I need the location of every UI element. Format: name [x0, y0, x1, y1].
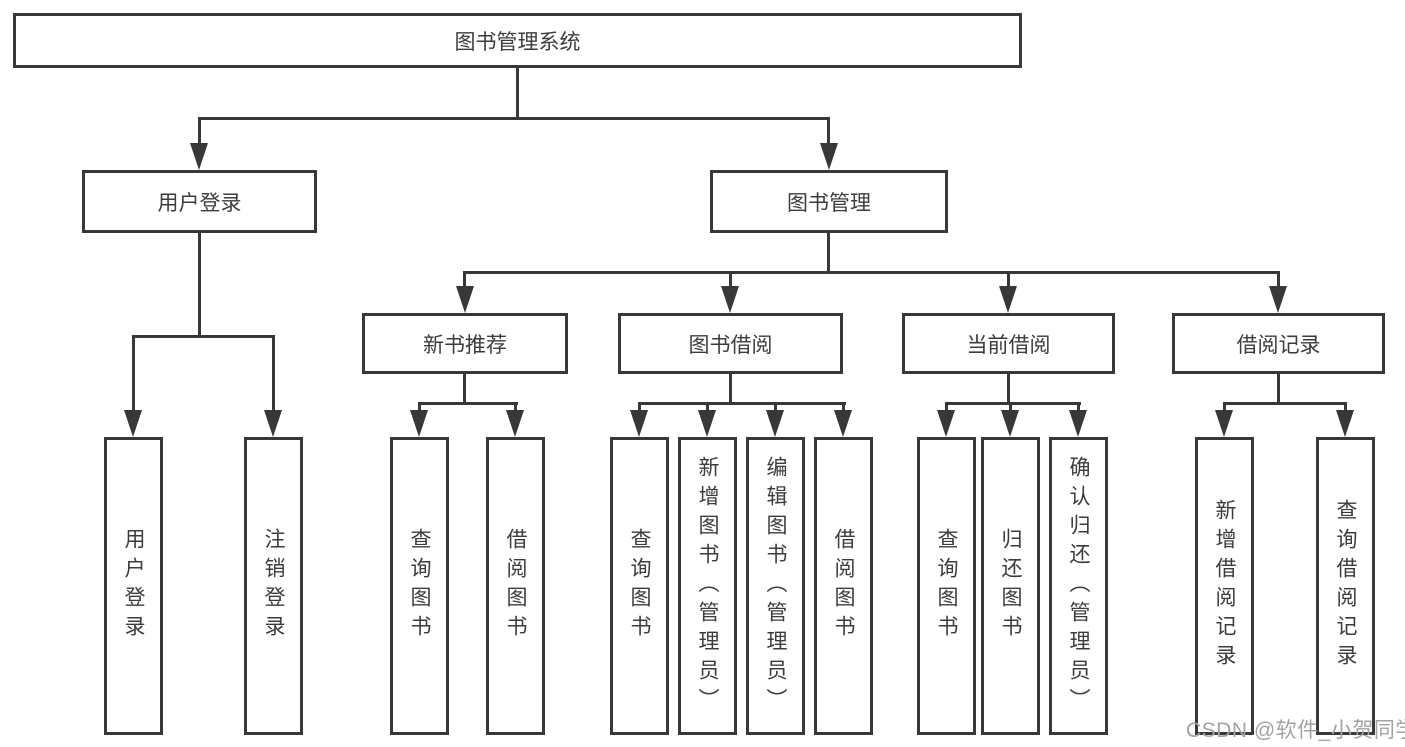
leaf-query-books-current-label: 查询图书	[935, 528, 958, 644]
leaf-add-book-admin: 新增图书（管理员）	[678, 437, 737, 735]
leaf-query-borrow-record: 查询借阅记录	[1316, 437, 1375, 735]
watermark: CSDN @软件_小贺同学	[1186, 719, 1405, 742]
connector-arrowhead	[766, 410, 784, 437]
node-book-management-module-label: 图书管理	[787, 191, 871, 215]
connector-arrowhead	[698, 410, 716, 437]
connector-line	[198, 117, 201, 146]
leaf-borrow-books-recommend: 借阅图书	[486, 437, 545, 735]
connector-line	[1223, 402, 1226, 414]
node-root-label: 图书管理系统	[454, 30, 581, 54]
leaf-confirm-return-admin: 确认归还（管理员）	[1049, 437, 1108, 735]
connector-line	[463, 271, 466, 288]
connector-line	[842, 402, 845, 414]
leaf-edit-book-admin-label: 编辑图书（管理员）	[764, 455, 787, 717]
connector-line	[638, 402, 641, 414]
leaf-query-books-borrowing: 查询图书	[610, 437, 669, 735]
node-user-login-module: 用户登录	[82, 170, 317, 233]
connector-line	[198, 233, 201, 338]
connector-arrowhead	[834, 410, 852, 437]
leaf-confirm-return-admin-label: 确认归还（管理员）	[1067, 455, 1090, 717]
node-user-login-module-label: 用户登录	[157, 191, 242, 215]
connector-arrowhead	[456, 286, 474, 313]
node-new-book-recommendation: 新书推荐	[362, 313, 568, 374]
node-borrowing-records: 借阅记录	[1172, 313, 1385, 374]
connector-line	[1223, 402, 1347, 405]
leaf-user-login: 用户登录	[104, 437, 163, 735]
connector-arrowhead	[1001, 410, 1019, 437]
connector-arrowhead	[1336, 410, 1354, 437]
leaf-return-books-label: 归还图书	[999, 528, 1022, 644]
connector-line	[706, 402, 709, 414]
leaf-logout-label: 注销登录	[262, 528, 285, 644]
node-book-borrowing-label: 图书借阅	[688, 333, 773, 357]
leaf-add-book-admin-label: 新增图书（管理员）	[696, 455, 719, 717]
connector-line	[418, 402, 421, 414]
connector-line	[1007, 271, 1010, 288]
connector-line	[464, 271, 1280, 274]
node-book-borrowing: 图书借阅	[618, 313, 843, 374]
connector-arrowhead	[820, 143, 838, 170]
connector-line	[132, 335, 135, 412]
connector-line	[1077, 402, 1080, 414]
node-borrowing-records-label: 借阅记录	[1236, 333, 1321, 357]
node-new-book-recommendation-label: 新书推荐	[423, 333, 507, 357]
connector-line	[1344, 402, 1347, 414]
connector-arrowhead	[1069, 410, 1087, 437]
connector-arrowhead	[721, 286, 739, 313]
connector-line	[729, 271, 732, 288]
connector-line	[638, 402, 846, 405]
leaf-query-books-recommend: 查询图书	[390, 437, 449, 735]
leaf-logout: 注销登录	[244, 437, 303, 735]
leaf-return-books: 归还图书	[981, 437, 1040, 735]
leaf-query-books-recommend-label: 查询图书	[408, 528, 431, 644]
leaf-add-borrow-record-label: 新增借阅记录	[1213, 499, 1236, 673]
leaf-user-login-label: 用户登录	[122, 528, 145, 644]
leaf-add-borrow-record: 新增借阅记录	[1195, 437, 1254, 735]
connector-arrowhead	[506, 410, 524, 437]
node-current-borrowing: 当前借阅	[902, 313, 1115, 374]
connector-arrowhead	[264, 410, 282, 437]
connector-arrowhead	[630, 410, 648, 437]
connector-line	[827, 117, 830, 146]
connector-arrowhead	[999, 286, 1017, 313]
connector-line	[272, 335, 275, 412]
leaf-query-books-current: 查询图书	[917, 437, 976, 735]
leaf-query-books-borrowing-label: 查询图书	[628, 528, 651, 644]
connector-line	[1007, 374, 1010, 405]
connector-line	[729, 374, 732, 405]
connector-line	[198, 117, 830, 120]
connector-arrowhead	[124, 410, 142, 437]
connector-arrowhead	[410, 410, 428, 437]
connector-line	[514, 402, 517, 414]
node-root: 图书管理系统	[13, 13, 1022, 68]
connector-line	[418, 402, 518, 405]
node-book-management-module: 图书管理	[710, 170, 948, 233]
leaf-edit-book-admin: 编辑图书（管理员）	[746, 437, 805, 735]
leaf-borrow-books-borrowing-label: 借阅图书	[832, 528, 855, 644]
connector-line	[1009, 402, 1012, 414]
connector-arrowhead	[190, 143, 208, 170]
connector-line	[132, 335, 275, 338]
connector-line	[827, 233, 830, 274]
connector-arrowhead	[1269, 286, 1287, 313]
connector-line	[463, 374, 466, 405]
connector-line	[516, 68, 519, 120]
node-current-borrowing-label: 当前借阅	[966, 333, 1051, 357]
leaf-query-borrow-record-label: 查询借阅记录	[1334, 499, 1357, 673]
connector-line	[1277, 271, 1280, 288]
connector-line	[774, 402, 777, 414]
leaf-borrow-books-recommend-label: 借阅图书	[504, 528, 527, 644]
leaf-borrow-books-borrowing: 借阅图书	[814, 437, 873, 735]
connector-line	[1277, 374, 1280, 405]
connector-arrowhead	[1215, 410, 1233, 437]
connector-line	[945, 402, 948, 414]
connector-line	[945, 402, 1081, 405]
connector-arrowhead	[937, 410, 955, 437]
